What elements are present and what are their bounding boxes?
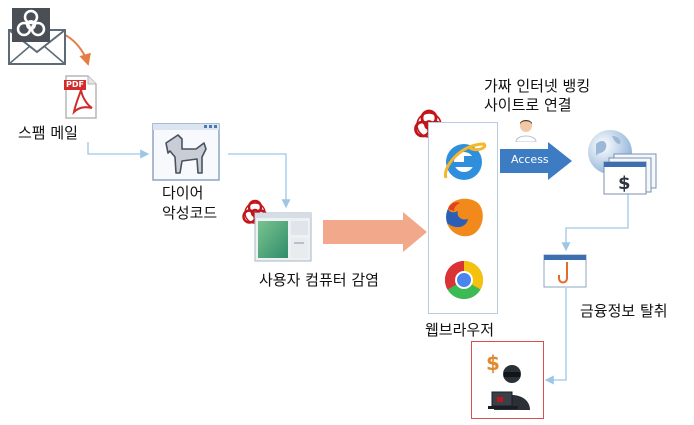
connector-mail-to-trojan	[87, 142, 150, 159]
svg-text:$: $	[486, 351, 500, 375]
fake-banking-label-line1: 가짜 인터넷 뱅킹	[484, 77, 591, 95]
trojan-horse-window-icon	[152, 123, 220, 181]
internet-explorer-icon	[443, 142, 487, 180]
connector-trojan-to-computer	[228, 153, 291, 209]
connector-hook-to-hacker	[544, 288, 567, 385]
hacker-icon: $	[486, 351, 530, 410]
firefox-icon	[446, 198, 483, 237]
access-label: Access	[511, 153, 549, 166]
infection-arrow	[323, 212, 427, 252]
pdf-tag: PDF	[66, 80, 84, 89]
malicious-code-label: 악성코드	[162, 204, 218, 222]
infected-computer-window-icon	[254, 212, 312, 262]
user-icon	[515, 120, 537, 142]
spam-mail-label: 스팸 메일	[18, 124, 78, 142]
envelope-biohazard-icon	[8, 8, 66, 65]
svg-text:$: $	[618, 173, 631, 194]
pdf-document-icon: PDF	[64, 74, 98, 120]
fake-banking-label-line2: 사이트로 연결	[484, 96, 572, 114]
phishing-hook-window-icon	[543, 254, 587, 288]
connector-banking-to-hook	[561, 192, 629, 252]
financial-info-theft-label: 금융정보 탈취	[580, 302, 668, 320]
access-arrow	[500, 142, 572, 180]
fake-banking-pages-icon: $	[603, 153, 657, 195]
chrome-icon	[444, 260, 484, 300]
web-browser-label: 웹브라우저	[425, 321, 495, 339]
user-computer-infection-label: 사용자 컴퓨터 감염	[259, 271, 379, 289]
diamond-label: 다이어	[162, 184, 204, 202]
